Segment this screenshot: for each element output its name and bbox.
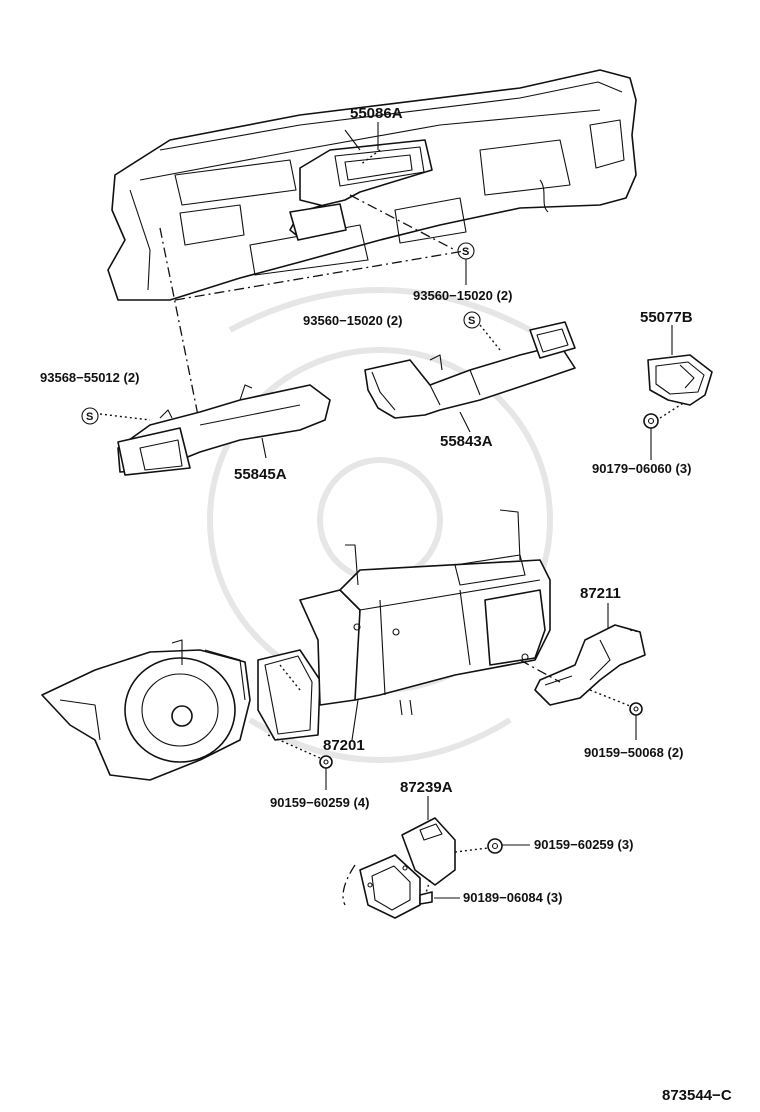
- clip-symbol-left: S: [81, 407, 99, 425]
- blower-assembly: [41, 639, 251, 781]
- label-55845A: 55845A: [234, 466, 287, 483]
- svg-text:S: S: [86, 411, 93, 423]
- label-90179-06060: 90179−06060 (3): [592, 461, 691, 476]
- clip-symbol-middle: S: [463, 311, 481, 329]
- instrument-panel: [107, 69, 637, 301]
- label-90159-60259-3: 90159−60259 (3): [534, 837, 633, 852]
- label-87211: 87211: [580, 585, 621, 602]
- svg-text:S: S: [462, 246, 469, 258]
- label-90159-60259-4: 90159−60259 (4): [270, 795, 369, 810]
- duct-87211: [534, 624, 646, 706]
- drawing-number: 873544−C: [662, 1087, 732, 1104]
- duct-55843A: [364, 321, 576, 419]
- label-55086A: 55086A: [350, 105, 403, 122]
- nut-90179: [643, 413, 659, 429]
- cover-87239A: [342, 817, 456, 919]
- screw-90159-50068: [629, 702, 643, 716]
- duct-55845A: [117, 384, 331, 476]
- label-90189-06084: 90189−06084 (3): [463, 890, 562, 905]
- label-93568-55012: 93568−55012 (2): [40, 370, 139, 385]
- svg-text:S: S: [468, 315, 475, 327]
- vent-55077B: [647, 354, 713, 406]
- label-87239A: 87239A: [400, 779, 453, 796]
- label-93560-15020-a: 93560−15020 (2): [413, 288, 512, 303]
- label-93560-15020-b: 93560−15020 (2): [303, 313, 402, 328]
- label-90159-50068: 90159−50068 (2): [584, 745, 683, 760]
- heater-housing-87201: [257, 509, 551, 741]
- label-55077B: 55077B: [640, 309, 693, 326]
- label-55843A: 55843A: [440, 433, 493, 450]
- label-87201: 87201: [323, 737, 365, 754]
- screw-90159-60259-3: [487, 838, 503, 854]
- screw-90159-60259-4: [319, 755, 333, 769]
- nut-90189-06084: [419, 891, 433, 905]
